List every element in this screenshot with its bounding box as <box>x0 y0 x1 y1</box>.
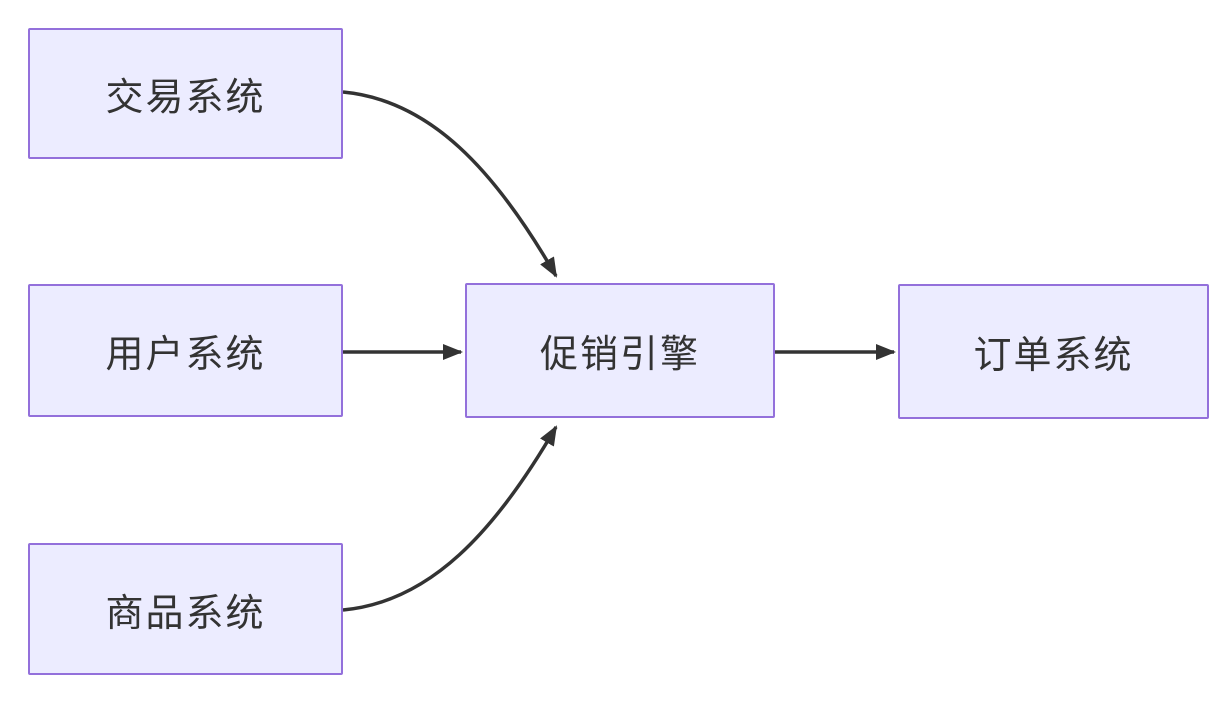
edge-trading-system-to-promotion-engine <box>342 90 558 278</box>
node-trading-system: 交易系统 <box>28 28 343 159</box>
node-order-system: 订单系统 <box>898 284 1209 419</box>
node-promotion-engine: 促销引擎 <box>465 283 775 418</box>
node-user-system: 用户系统 <box>28 284 343 417</box>
node-label-product-system: 商品系统 <box>105 592 266 635</box>
edge-product-system-to-promotion-engine <box>342 425 558 612</box>
node-label-order-system: 订单系统 <box>973 335 1134 377</box>
node-label-trading-system: 交易系统 <box>105 77 266 119</box>
node-label-promotion-engine: 促销引擎 <box>539 334 700 376</box>
node-product-system: 商品系统 <box>28 543 343 675</box>
node-label-user-system: 用户系统 <box>105 334 266 376</box>
